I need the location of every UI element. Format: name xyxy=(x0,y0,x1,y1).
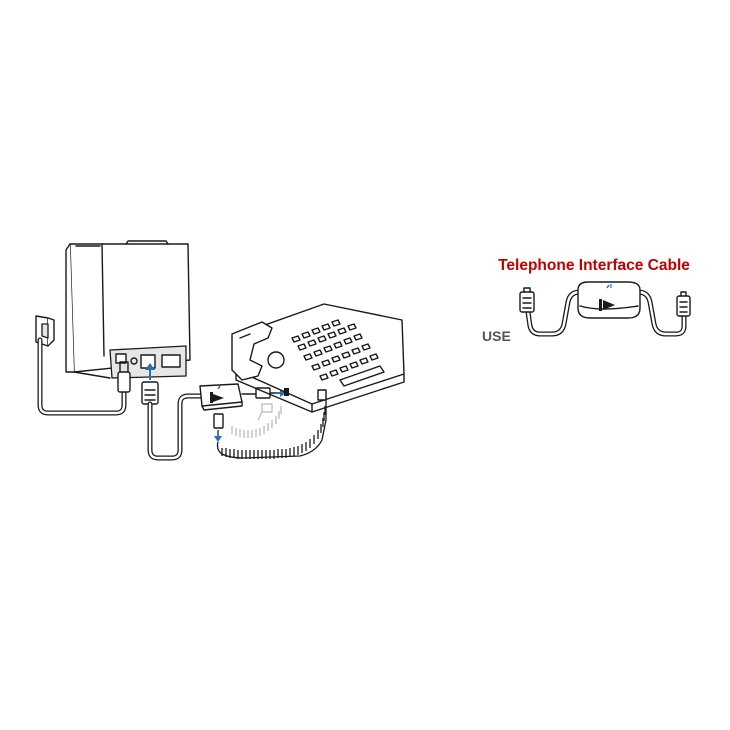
base-unit xyxy=(65,240,191,379)
telephone-interface-cable xyxy=(519,281,691,337)
cable-interface-box xyxy=(577,281,641,319)
handset-coil-cord xyxy=(216,400,327,459)
base-telephone-plug xyxy=(141,363,205,461)
power-port xyxy=(115,353,127,364)
desk-telephone xyxy=(231,303,405,413)
aux-port xyxy=(161,354,181,368)
interface-box xyxy=(199,383,286,442)
cable-title: Telephone Interface Cable xyxy=(498,257,690,274)
right-rj-plug xyxy=(676,291,691,317)
left-rj-plug xyxy=(519,287,535,313)
keypad xyxy=(291,319,385,387)
power-adapter xyxy=(35,315,131,416)
use-label: USE xyxy=(482,328,511,344)
